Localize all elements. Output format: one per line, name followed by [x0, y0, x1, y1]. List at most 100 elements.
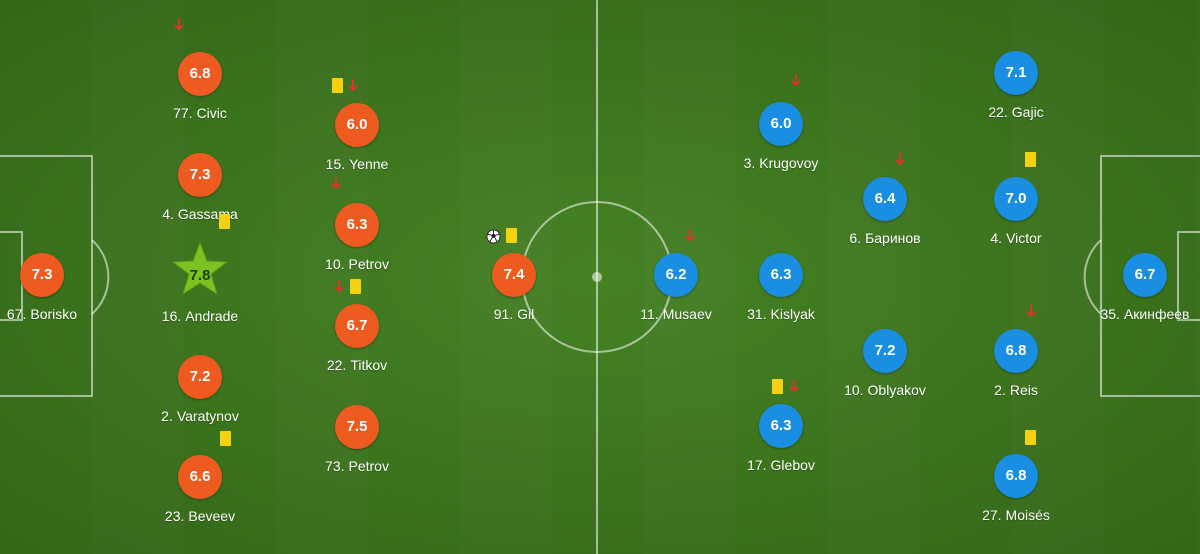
player-name: Varatynov [176, 408, 239, 424]
player-number: 10. [844, 382, 864, 398]
player-number: 3. [743, 155, 756, 171]
sub-off-arrow-icon [685, 229, 695, 242]
player-number: 77. [173, 105, 193, 121]
event-icons [145, 18, 255, 48]
sub-off-arrow-icon [791, 74, 801, 87]
player-label: 67.Borisko [0, 306, 97, 322]
player-home-petrov-10[interactable]: 6.3 10.Petrov [302, 177, 412, 272]
yellow-card-icon [219, 214, 230, 229]
event-icons [145, 131, 255, 149]
player-away-gajic[interactable]: 7.1 22.Gajic [961, 51, 1071, 120]
player-name: Krugovoy [759, 155, 819, 171]
event-icons [302, 177, 412, 199]
player-home-yenne[interactable]: 6.0 15.Yenne [302, 78, 412, 172]
player-name: Gil [517, 306, 535, 322]
event-icons [1090, 231, 1200, 249]
player-name: Musaev [662, 306, 712, 322]
event-icons [145, 431, 255, 451]
player-away-victor[interactable]: 7.0 4.Victor [961, 152, 1071, 246]
player-label: 23.Beveev [145, 508, 255, 524]
man-of-match-rating: 7.8 [168, 241, 232, 308]
player-away-moises[interactable]: 6.8 27.Moisés [961, 430, 1071, 523]
player-home-gil[interactable]: 7.4 91.Gil [459, 228, 569, 322]
player-number: 4. [990, 230, 1003, 246]
player-number: 91. [493, 306, 514, 322]
sub-off-arrow-icon [895, 153, 905, 166]
player-label: 10.Oblyakov [830, 382, 940, 398]
player-name: Акинфеев [1123, 306, 1190, 322]
player-label: 2.Varatynov [145, 408, 255, 424]
player-rating: 7.2 [863, 329, 907, 373]
player-home-borisko[interactable]: 7.3 67.Borisko [0, 253, 97, 322]
player-away-akinfeev[interactable]: 6.7 35.Акинфеев [1090, 253, 1200, 322]
event-icons [961, 152, 1071, 173]
player-home-civic[interactable]: 6.8 77.Civic [145, 18, 255, 121]
player-away-barinov[interactable]: 6.4 6.Баринов [830, 153, 940, 246]
player-rating: 6.3 [335, 203, 379, 247]
player-number: 27. [982, 507, 1002, 523]
event-icons [621, 229, 731, 249]
event-icons [145, 214, 255, 242]
player-home-gassama[interactable]: 7.3 4.Gassama [145, 153, 255, 222]
player-away-krugovoy[interactable]: 6.0 3.Krugovoy [726, 74, 836, 171]
player-rating: 6.6 [178, 455, 222, 499]
player-rating: 7.1 [994, 51, 1038, 95]
yellow-card-icon [1025, 152, 1036, 167]
event-icons [0, 231, 97, 249]
player-away-kislyak[interactable]: 6.3 31.Kislyak [726, 253, 836, 322]
event-icons [726, 379, 836, 400]
player-rating: 6.7 [1123, 253, 1167, 297]
player-name: Beveev [188, 508, 236, 524]
event-icons [459, 228, 569, 249]
player-label: 77.Civic [145, 105, 255, 121]
player-name: Gajic [1011, 104, 1044, 120]
player-name: Moisés [1005, 507, 1050, 523]
player-rating: 7.0 [994, 177, 1038, 221]
player-label: 15.Yenne [302, 156, 412, 172]
sub-off-arrow-icon [174, 18, 184, 31]
player-rating: 6.7 [335, 304, 379, 348]
sub-off-arrow-icon [331, 177, 341, 190]
player-number: 22. [988, 104, 1008, 120]
yellow-card-icon [350, 279, 361, 294]
player-name: Glebov [770, 457, 815, 473]
player-label: 35.Акинфеев [1090, 306, 1200, 322]
player-number: 15. [325, 156, 346, 172]
player-home-petrov-73[interactable]: 7.5 73.Petrov [302, 405, 412, 474]
event-icons [302, 383, 412, 401]
player-number: 67. [6, 306, 27, 322]
player-number: 35. [1100, 306, 1120, 322]
player-home-andrade[interactable]: 7.8 16.Andrade [145, 214, 255, 324]
player-rating: 6.4 [863, 177, 907, 221]
player-away-glebov[interactable]: 6.3 17.Glebov [726, 379, 836, 473]
player-away-musaev[interactable]: 6.2 11.Musaev [621, 229, 731, 322]
player-label: 4.Victor [961, 230, 1071, 246]
player-label: 10.Petrov [302, 256, 412, 272]
player-name: Titkov [350, 357, 388, 373]
star-icon [171, 241, 229, 296]
event-icons [726, 231, 836, 249]
player-name: Kislyak [770, 306, 815, 322]
player-name: Petrov [348, 458, 389, 474]
player-name: Civic [196, 105, 227, 121]
player-label: 3.Krugovoy [726, 155, 836, 171]
player-rating: 7.5 [335, 405, 379, 449]
player-name: Petrov [348, 256, 389, 272]
player-rating: 6.8 [994, 454, 1038, 498]
player-rating: 7.3 [178, 153, 222, 197]
player-number: 31. [747, 306, 767, 322]
player-rating: 7.8 [189, 267, 211, 284]
player-away-oblyakov[interactable]: 7.2 10.Oblyakov [830, 329, 940, 398]
player-away-reis[interactable]: 6.8 2.Reis [961, 305, 1071, 398]
event-icons [830, 307, 940, 325]
yellow-card-icon [220, 431, 231, 446]
player-rating: 6.3 [759, 404, 803, 448]
player-rating: 7.3 [20, 253, 64, 297]
player-label: 6.Баринов [830, 230, 940, 246]
player-home-beveev[interactable]: 6.6 23.Beveev [145, 431, 255, 524]
player-label: 22.Titkov [302, 357, 412, 373]
event-icons [961, 430, 1071, 450]
player-home-varatynov[interactable]: 7.2 2.Varatynov [145, 355, 255, 424]
player-home-titkov[interactable]: 6.7 22.Titkov [302, 279, 412, 373]
